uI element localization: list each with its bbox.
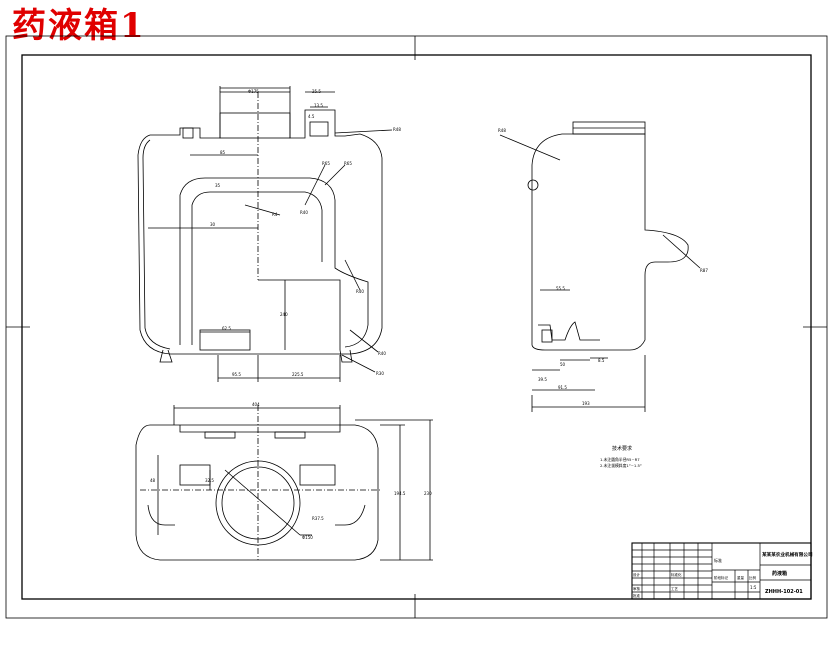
svg-text:R87: R87 <box>700 268 708 273</box>
svg-text:Φ150: Φ150 <box>302 535 313 540</box>
svg-text:重量: 重量 <box>737 575 745 580</box>
title-block-text: 标准 某某某农业机械有限公司 药液箱 ZHHH-102-01 1:5 设计 标准… <box>633 551 813 598</box>
svg-text:R65: R65 <box>344 161 352 166</box>
top-slot-left <box>204 431 236 439</box>
top-rim <box>179 425 341 433</box>
front-inner-rect <box>258 279 341 350</box>
svg-text:R40: R40 <box>356 289 364 294</box>
svg-text:标准: 标准 <box>714 557 722 563</box>
top-filler-inner <box>221 466 295 540</box>
front-vent <box>182 127 194 139</box>
notes-line-1: 1.未注圆角半径R5~R7 <box>600 457 640 462</box>
front-view <box>137 86 393 382</box>
title-block <box>631 542 812 600</box>
svg-text:比例: 比例 <box>749 575 757 580</box>
leader-side-top <box>499 134 561 161</box>
svg-text:35: 35 <box>215 183 221 188</box>
svg-text:设计: 设计 <box>633 572 641 577</box>
svg-text:R65: R65 <box>322 161 330 166</box>
svg-text:225.5: 225.5 <box>292 372 304 377</box>
side-view <box>499 121 701 412</box>
notes-line-2: 2.未注拔模斜度1°~1.5° <box>600 463 642 468</box>
svg-text:30: 30 <box>210 222 216 227</box>
top-slot-right <box>274 431 306 439</box>
side-dim-labels: R48 R87 55.5 8.5 50 39.5 91.5 193 <box>498 128 708 406</box>
svg-text:25.5: 25.5 <box>312 89 321 94</box>
svg-text:50: 50 <box>560 362 566 367</box>
tb-drawing-no: ZHHH-102-01 <box>765 589 803 595</box>
svg-text:标准化: 标准化 <box>671 572 682 577</box>
top-grip-right <box>335 504 366 526</box>
svg-text:1:5: 1:5 <box>750 585 757 590</box>
svg-text:批准: 批准 <box>633 593 641 598</box>
svg-text:55.5: 55.5 <box>556 286 565 291</box>
svg-text:R37.5: R37.5 <box>312 516 324 521</box>
side-fitting <box>541 329 553 343</box>
outer-frame <box>5 35 828 619</box>
svg-text:91.5: 91.5 <box>558 385 567 390</box>
front-inner-arch <box>179 177 369 348</box>
side-port <box>527 179 539 191</box>
svg-text:R48: R48 <box>393 127 401 132</box>
svg-text:193: 193 <box>582 401 590 406</box>
front-foot-right <box>339 349 353 363</box>
tech-notes: 技术要求 1.未注圆角半径R5~R7 2.未注拔模斜度1°~1.5° <box>600 445 642 468</box>
svg-text:230: 230 <box>424 491 432 496</box>
svg-text:阶段标记: 阶段标记 <box>714 575 728 580</box>
notes-heading: 技术要求 <box>612 445 632 452</box>
front-dim-labels: Φ175 25.5 13.5 4.5 85 35 30 240 62.5 95.… <box>210 89 401 377</box>
svg-text:R4: R4 <box>272 212 278 217</box>
svg-text:62.5: 62.5 <box>222 326 231 331</box>
top-outline <box>135 424 379 561</box>
svg-text:R30: R30 <box>376 371 384 376</box>
svg-text:13.5: 13.5 <box>314 103 323 108</box>
top-bracket-right <box>299 464 336 486</box>
svg-text:95.5: 95.5 <box>232 372 241 377</box>
svg-text:240: 240 <box>280 312 288 317</box>
side-outline <box>531 133 689 351</box>
leader-filler <box>224 469 301 536</box>
svg-text:32.5: 32.5 <box>205 478 214 483</box>
svg-text:R40: R40 <box>300 210 308 215</box>
svg-text:4.5: 4.5 <box>308 114 315 119</box>
top-grip-left <box>147 504 175 526</box>
dim-top-width-label: Φ175 <box>248 89 259 94</box>
top-view <box>135 405 433 561</box>
svg-text:8.5: 8.5 <box>598 358 605 363</box>
front-inner-arch-2 <box>191 191 323 345</box>
svg-text:R40: R40 <box>378 351 386 356</box>
svg-text:工艺: 工艺 <box>671 586 679 591</box>
front-cap <box>309 121 329 137</box>
top-dim-labels: 404 194.5 230 48 32.5 R37.5 Φ150 <box>150 402 432 540</box>
tb-company: 某某某农业机械有限公司 <box>761 551 813 558</box>
svg-text:48: 48 <box>150 478 156 483</box>
side-bottom-detail <box>538 321 600 341</box>
top-filler-ring <box>215 460 301 546</box>
front-neck <box>219 112 291 139</box>
front-bottom-slot <box>199 329 251 351</box>
svg-text:39.5: 39.5 <box>538 377 547 382</box>
leader-side-right <box>662 234 701 269</box>
drawing-title: 药液箱1 <box>12 6 146 46</box>
front-outline <box>137 91 383 355</box>
front-foot-left <box>159 349 173 363</box>
svg-text:404: 404 <box>252 402 260 407</box>
front-wall-inner <box>142 139 171 350</box>
tb-part-name: 药液箱 <box>772 570 787 577</box>
svg-text:194.5: 194.5 <box>394 491 406 496</box>
svg-text:85: 85 <box>220 150 226 155</box>
svg-text:审核: 审核 <box>633 586 641 591</box>
svg-text:R48: R48 <box>498 128 506 133</box>
